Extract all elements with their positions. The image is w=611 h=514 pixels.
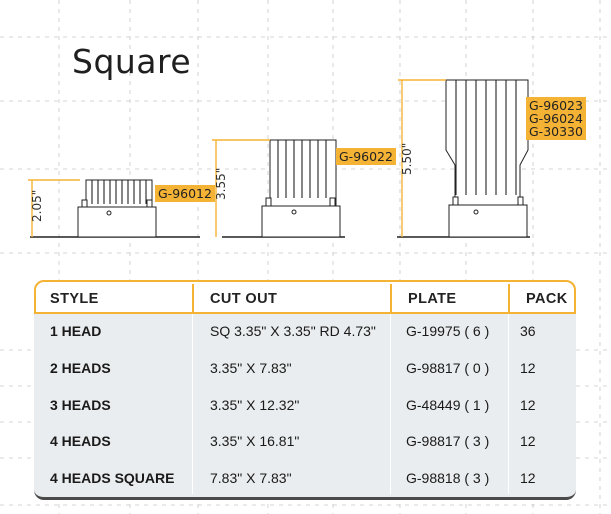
fixture-1-height: 2.05" [30,189,44,222]
spec-table: STYLE CUT OUT PLATE PACK 1 HEAD SQ 3.35"… [34,280,576,500]
fixture-2-part-label: G-96022 [336,148,396,165]
page-title: Square [72,42,192,81]
fixture-3-drawing [397,79,530,238]
fixture-3-part-label: G-96023 G-96024 G-30330 [526,97,586,140]
column-header-pack: PACK [526,291,568,307]
fixture-1-drawing [30,179,200,238]
fixture-2-height: 3.55" [214,167,228,200]
column-header-style: STYLE [36,284,194,314]
fixture-drawings [28,79,530,238]
fixture-3-height: 5.50" [400,142,414,175]
column-header-plate: PLATE [394,284,510,314]
fixture-1-part-label: G-96012 [155,185,215,202]
fixture-2-drawing [222,139,345,238]
table-header: STYLE CUT OUT PLATE PACK [34,280,576,314]
column-header-cutout: CUT OUT [196,284,392,314]
